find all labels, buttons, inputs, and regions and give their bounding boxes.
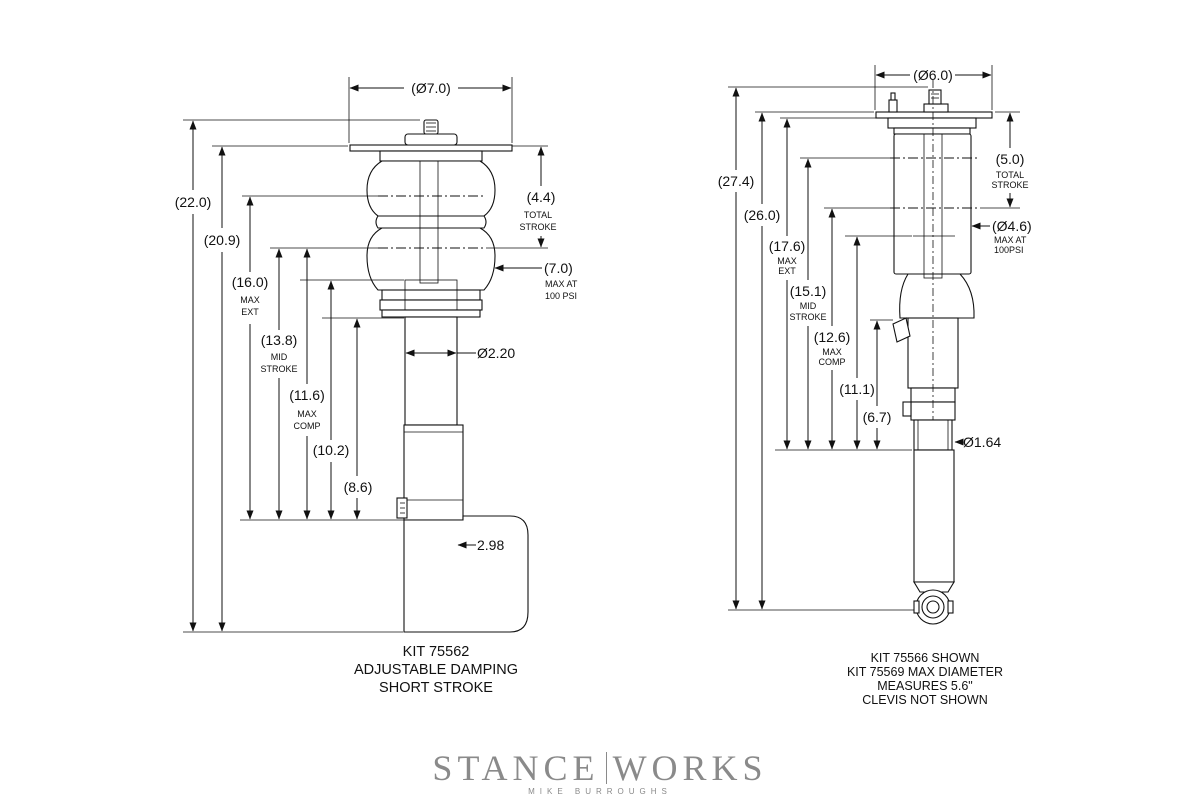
left-upper-length: (20.9)	[204, 232, 241, 248]
right-caption: KIT 75566 SHOWN KIT 75569 MAX DIAMETER M…	[847, 651, 1003, 707]
left-bag-label-1: MAX AT	[545, 279, 578, 289]
left-overall-length: (22.0)	[175, 194, 212, 210]
right-caption-line-1: KIT 75566 SHOWN	[871, 651, 980, 665]
right-max-comp-label-1: MAX	[822, 347, 842, 357]
left-top-diameter: (Ø7.0)	[411, 80, 451, 96]
right-mid-stroke: (15.1)	[790, 283, 827, 299]
right-dim-6-7: (6.7)	[863, 409, 892, 425]
brand-author: MIKE BURROUGHS	[528, 787, 672, 796]
right-top-mount	[875, 89, 993, 135]
right-dimension-lines	[732, 71, 1014, 610]
brand-name-right: WORKS	[612, 748, 768, 788]
left-caption-line-2: ADJUSTABLE DAMPING	[354, 662, 518, 678]
left-mid-stroke: (13.8)	[261, 332, 298, 348]
right-total-stroke-label-1: TOTAL	[996, 170, 1024, 180]
left-max-ext: (16.0)	[232, 274, 269, 290]
technical-drawing: (Ø7.0) (22.0) (20.9) (16.0) MAX EXT (13.…	[175, 65, 1032, 707]
left-air-bellows	[366, 150, 496, 324]
left-max-comp-label-1: MAX	[297, 409, 317, 419]
right-top-diameter: (Ø6.0)	[913, 67, 953, 83]
right-sleeve-label-1: MAX AT	[994, 235, 1027, 245]
left-strut-drawing: (Ø7.0) (22.0) (20.9) (16.0) MAX EXT (13.…	[175, 77, 578, 696]
left-bag-diameter: (7.0)	[544, 260, 573, 276]
left-max-comp-label-2: COMP	[294, 421, 321, 431]
left-bag-label-2: 100 PSI	[545, 291, 577, 301]
right-mid-stroke-label-1: MID	[800, 301, 817, 311]
right-extension-lines	[728, 65, 1020, 611]
right-sleeve-diameter: (Ø4.6)	[992, 218, 1032, 234]
left-total-stroke-label-2: STROKE	[519, 222, 556, 232]
left-caption-line-1: KIT 75562	[403, 644, 470, 660]
right-max-comp-label-2: COMP	[819, 357, 846, 367]
left-max-comp: (11.6)	[289, 387, 325, 403]
right-caption-line-2: KIT 75569 MAX DIAMETER	[847, 665, 1003, 679]
right-shaft-diameter: Ø1.64	[963, 434, 1001, 450]
right-dimension-labels: (Ø6.0) (27.4) (26.0) (17.6) MAX EXT (15.…	[718, 67, 1032, 450]
brand-logo-text: STANCE WORKS	[0, 748, 1200, 788]
left-caption-line-3: SHORT STROKE	[379, 680, 493, 696]
left-caption: KIT 75562 ADJUSTABLE DAMPING SHORT STROK…	[354, 644, 518, 696]
right-mid-stroke-label-2: STROKE	[789, 312, 826, 322]
left-body-offset: 2.98	[477, 537, 504, 553]
left-max-ext-label-2: EXT	[241, 307, 259, 317]
right-caption-line-4: CLEVIS NOT SHOWN	[862, 693, 987, 707]
left-extension-lines	[183, 77, 548, 633]
left-max-ext-label-1: MAX	[240, 295, 260, 305]
right-shock-body	[913, 419, 955, 625]
right-total-stroke-label-2: STROKE	[991, 180, 1028, 190]
left-mid-stroke-label-1: MID	[271, 352, 288, 362]
left-dim-8-6: (8.6)	[344, 479, 373, 495]
right-air-sleeve	[890, 80, 980, 448]
right-max-ext-label-2: EXT	[778, 266, 796, 276]
left-top-mount	[349, 119, 513, 152]
left-dimension-lines	[189, 84, 545, 632]
left-mid-stroke-label-2: STROKE	[260, 364, 297, 374]
left-total-stroke-label-1: TOTAL	[524, 210, 552, 220]
right-total-stroke: (5.0)	[996, 151, 1025, 167]
right-sleeve-label-2: 100PSI	[994, 245, 1024, 255]
right-strut-drawing: (Ø6.0) (27.4) (26.0) (17.6) MAX EXT (15.…	[718, 65, 1032, 707]
left-shock-body	[396, 316, 529, 633]
left-shaft-diameter: Ø2.20	[477, 345, 515, 361]
right-overall-length: (27.4)	[718, 173, 755, 189]
brand-watermark: STANCE WORKS MIKE BURROUGHS	[0, 748, 1200, 796]
right-caption-line-3: MEASURES 5.6"	[877, 679, 972, 693]
left-total-stroke: (4.4)	[527, 189, 556, 205]
right-max-ext: (17.6)	[769, 238, 806, 254]
right-upper-length: (26.0)	[744, 207, 781, 223]
left-dim-10-2: (10.2)	[313, 442, 350, 458]
brand-name-left: STANCE	[432, 748, 600, 788]
right-dim-11-1: (11.1)	[839, 381, 875, 397]
left-dimension-labels: (Ø7.0) (22.0) (20.9) (16.0) MAX EXT (13.…	[175, 80, 578, 553]
brand-divider	[605, 752, 607, 784]
right-max-ext-label-1: MAX	[777, 256, 797, 266]
right-max-comp: (12.6)	[814, 329, 851, 345]
